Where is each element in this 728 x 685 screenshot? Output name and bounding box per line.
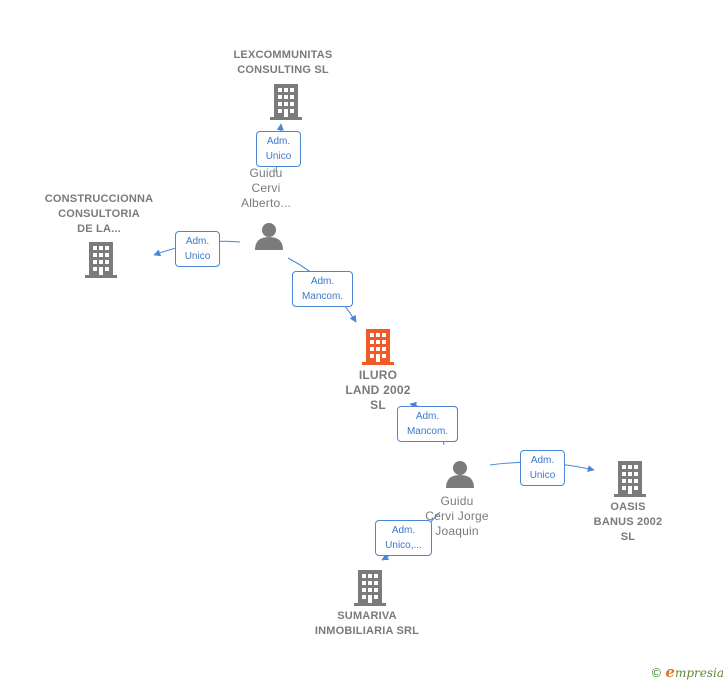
relation-badge[interactable]: Adm. Unico,... bbox=[375, 520, 432, 556]
label-line: Cervi Jorge bbox=[425, 509, 489, 523]
relation-role: Unico bbox=[265, 151, 292, 162]
person-icon[interactable] bbox=[254, 222, 284, 250]
relation-role: Unico bbox=[184, 251, 211, 262]
relation-role: Adm. bbox=[266, 136, 291, 147]
label-line: CONSULTING SL bbox=[237, 64, 329, 76]
label-line: CONSTRUCCIONNA bbox=[44, 193, 154, 205]
label-line: Joaquin bbox=[435, 524, 479, 538]
label-line: INMOBILIARIA SRL bbox=[314, 625, 420, 637]
node-lexcommunitas-label[interactable]: LEXCOMMUNITAS CONSULTING SL bbox=[213, 48, 353, 78]
company-building-icon[interactable] bbox=[614, 461, 646, 497]
node-oasis-label[interactable]: OASIS BANUS 2002 SL bbox=[578, 500, 678, 545]
label-line: LAND 2002 bbox=[345, 383, 411, 397]
company-building-icon[interactable] bbox=[270, 84, 302, 120]
relation-badge[interactable]: Adm. Mancom. bbox=[397, 406, 458, 442]
label-line: Guidu bbox=[440, 494, 474, 508]
label-line: BANUS 2002 bbox=[593, 516, 663, 528]
relation-badge[interactable]: Adm. Mancom. bbox=[292, 271, 353, 307]
label-line: Cervi bbox=[251, 181, 281, 195]
label-line: LEXCOMMUNITAS bbox=[233, 49, 333, 61]
brand-initial: e bbox=[665, 663, 675, 681]
company-building-icon[interactable] bbox=[354, 570, 386, 606]
node-guidu-alberto-label[interactable]: Guidu Cervi Alberto... bbox=[216, 166, 316, 211]
label-line: Guidu bbox=[249, 166, 283, 180]
label-line: DE LA... bbox=[77, 223, 121, 235]
empresia-watermark: ©empresia bbox=[650, 663, 724, 681]
node-guidu-jorge-label[interactable]: Guidu Cervi Jorge Joaquin bbox=[407, 494, 507, 539]
relation-role: Mancom. bbox=[406, 426, 449, 437]
relation-role: Mancom. bbox=[301, 291, 344, 302]
label-line: SL bbox=[370, 398, 386, 412]
relation-badge[interactable]: Adm. Unico bbox=[256, 131, 301, 167]
brand-name: mpresia bbox=[674, 666, 724, 680]
label-line: CONSULTORIA bbox=[58, 208, 140, 220]
label-line: SL bbox=[620, 531, 636, 543]
relation-role: Adm. bbox=[185, 236, 210, 247]
relation-role: Adm. bbox=[391, 525, 416, 536]
person-icon[interactable] bbox=[445, 460, 475, 488]
relation-role: Unico,... bbox=[385, 540, 422, 551]
label-line: ILURO bbox=[358, 368, 398, 382]
node-sumariva-label[interactable]: SUMARIVA INMOBILIARIA SRL bbox=[297, 609, 437, 639]
relation-role: Unico bbox=[529, 470, 556, 481]
main-company-building-icon[interactable] bbox=[362, 329, 394, 365]
relation-badge[interactable]: Adm. Unico bbox=[175, 231, 220, 267]
relation-role: Adm. bbox=[530, 455, 555, 466]
relation-role: Adm. bbox=[310, 276, 335, 287]
copyright-icon: © bbox=[650, 666, 663, 680]
label-line: Alberto... bbox=[240, 196, 292, 210]
relation-role: Adm. bbox=[415, 411, 440, 422]
relation-badge[interactable]: Adm. Unico bbox=[520, 450, 565, 486]
company-building-icon[interactable] bbox=[85, 242, 117, 278]
node-iluro-label[interactable]: ILURO LAND 2002 SL bbox=[328, 368, 428, 413]
label-line: OASIS bbox=[610, 501, 646, 513]
label-line: SUMARIVA bbox=[337, 610, 397, 622]
node-construccionna-label[interactable]: CONSTRUCCIONNA CONSULTORIA DE LA... bbox=[29, 192, 169, 237]
